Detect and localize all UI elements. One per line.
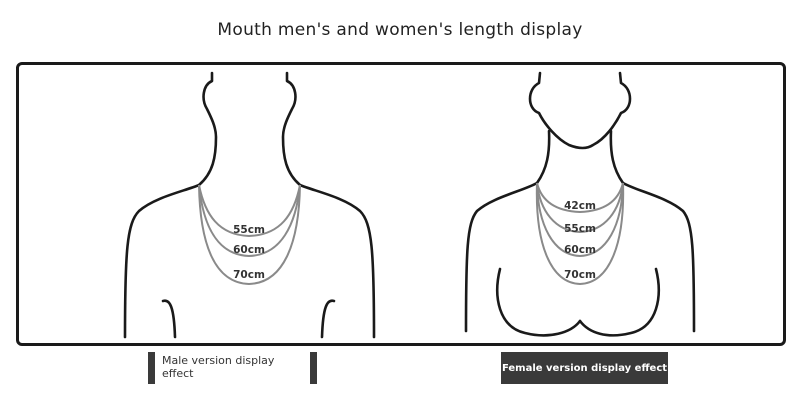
female-label-55: 55cm <box>564 223 596 235</box>
female-head-outline <box>528 71 632 150</box>
female-label-60: 60cm <box>564 244 596 256</box>
male-chain-70 <box>198 184 301 286</box>
male-body-outline <box>123 71 218 339</box>
female-chain-42 <box>536 182 624 214</box>
female-caption: Female version display effect <box>501 352 668 384</box>
page-title: Mouth men's and women's length display <box>217 20 583 40</box>
female-chain-55 <box>536 182 624 234</box>
female-chain-60 <box>536 182 624 258</box>
male-chain-labels: 55cm 60cm 70cm <box>233 224 265 281</box>
male-silhouette <box>123 71 376 339</box>
female-left-breast <box>496 267 582 337</box>
male-label-70: 70cm <box>233 269 265 281</box>
female-right-breast <box>578 267 660 337</box>
male-caption-bar-right <box>310 352 317 384</box>
female-chain-70 <box>535 182 625 286</box>
female-silhouette <box>464 71 696 337</box>
male-left-arm-line <box>161 299 177 339</box>
female-chains <box>535 182 625 286</box>
female-caption-text: Female version display effect <box>501 362 668 374</box>
illustration-frame: 55cm 60cm 70cm 42cm 55cm 60cm 70cm <box>16 62 786 346</box>
male-right-arm-line <box>320 299 336 339</box>
male-caption-text: Male version display effect <box>162 354 275 380</box>
female-label-70: 70cm <box>564 269 596 281</box>
female-label-42: 42cm <box>564 200 596 212</box>
male-body-outline-right <box>281 71 376 339</box>
male-chain-60 <box>198 184 301 258</box>
female-neck-left <box>464 129 551 333</box>
male-chains <box>198 184 301 286</box>
female-neck-right <box>609 129 696 333</box>
male-label-60: 60cm <box>233 244 265 256</box>
male-chain-55 <box>198 184 301 238</box>
silhouettes-illustration: 55cm 60cm 70cm 42cm 55cm 60cm 70cm <box>123 71 696 339</box>
female-chain-labels: 42cm 55cm 60cm 70cm <box>564 200 596 281</box>
male-label-55: 55cm <box>233 224 265 236</box>
male-caption: Male version display effect <box>148 352 318 384</box>
male-caption-bar-left <box>148 352 155 384</box>
